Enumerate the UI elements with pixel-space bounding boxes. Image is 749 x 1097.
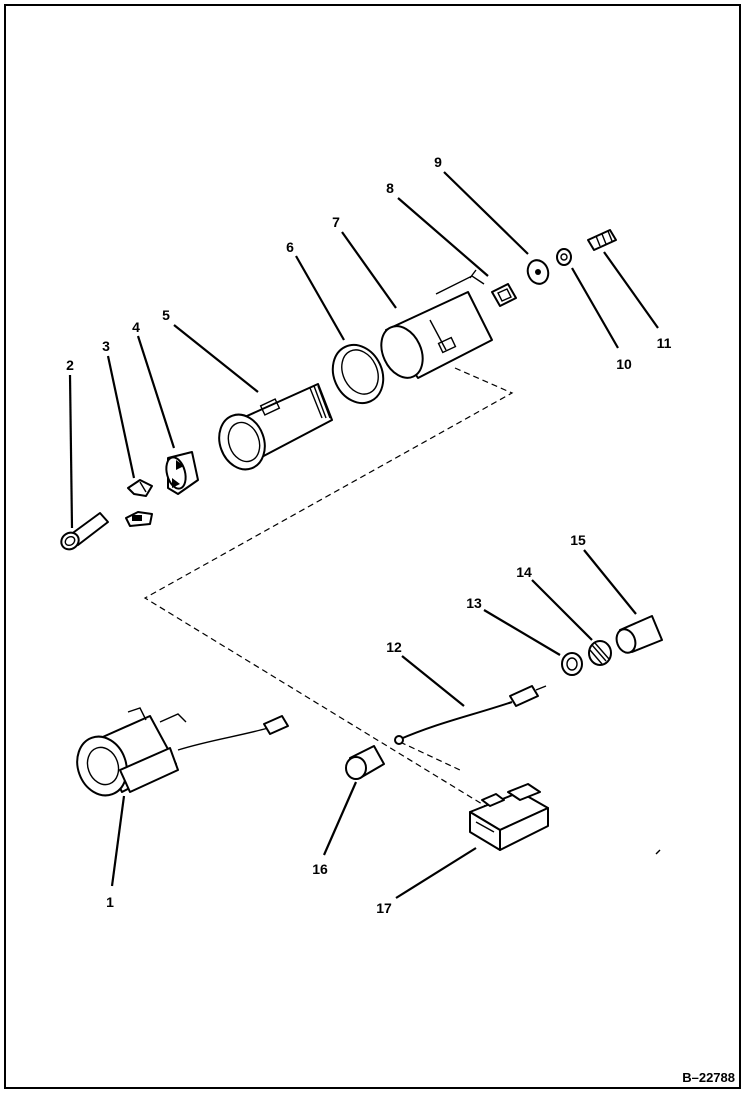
part-1-lighter-assembly xyxy=(76,707,289,797)
callout-9: 9 xyxy=(434,154,442,170)
callout-6: 6 xyxy=(286,239,294,255)
part-16-bulb xyxy=(345,745,385,780)
callout-labels: 2 3 4 5 6 7 8 9 10 11 12 13 14 15 16 1 1… xyxy=(66,154,672,916)
part-5-socket-body xyxy=(218,383,333,471)
diagram-border xyxy=(4,4,741,1089)
callout-4: 4 xyxy=(132,319,140,335)
part-12-wire-lead xyxy=(394,685,547,745)
part-3-clips xyxy=(125,479,153,527)
callout-16: 16 xyxy=(312,861,328,877)
callout-13: 13 xyxy=(466,595,482,611)
callout-17: 17 xyxy=(376,900,392,916)
callout-5: 5 xyxy=(162,307,170,323)
part-6-bezel-ring xyxy=(331,343,385,405)
part-7-outer-shell xyxy=(380,269,493,379)
callout-12: 12 xyxy=(386,639,402,655)
part-11-bolt xyxy=(587,229,617,251)
part-14-spring xyxy=(588,640,612,666)
stray-mark xyxy=(655,849,661,855)
callout-2: 2 xyxy=(66,357,74,373)
part-2-tube xyxy=(60,512,109,551)
callout-15: 15 xyxy=(570,532,586,548)
callout-10: 10 xyxy=(616,356,632,372)
part-15-cap xyxy=(615,615,663,654)
callout-14: 14 xyxy=(516,564,532,580)
assembly-dashed-lines xyxy=(143,367,514,816)
callout-7: 7 xyxy=(332,214,340,230)
callout-8: 8 xyxy=(386,180,394,196)
part-17-connector xyxy=(469,783,549,851)
callout-3: 3 xyxy=(102,338,110,354)
part-4-ring xyxy=(165,451,199,495)
part-13-bushing xyxy=(561,652,583,676)
part-10-small-washer xyxy=(556,248,572,266)
figure-id: B–22788 xyxy=(682,1070,735,1085)
leader-lines xyxy=(68,171,659,899)
callout-11: 11 xyxy=(657,335,672,351)
part-9-washer xyxy=(526,259,550,285)
callout-1: 1 xyxy=(106,894,114,910)
part-8-square-nut xyxy=(491,283,517,307)
